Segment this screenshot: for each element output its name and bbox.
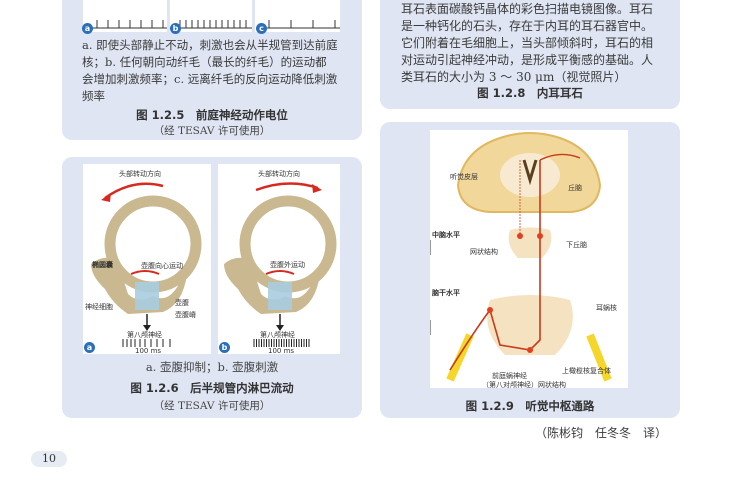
- label-cochlear-nucleus: 耳蜗核: [596, 304, 617, 312]
- label-time-scale: 100 ms: [268, 347, 295, 355]
- spike-train-a: [83, 0, 167, 32]
- label-reticular-formation: 网状结构: [538, 381, 566, 389]
- spike-train-c-graphic: [261, 20, 340, 29]
- panel-label-a: a: [84, 342, 95, 353]
- label-head-rotation: 头部转动方向: [119, 170, 161, 178]
- figure-title: 图 1.2.9 听觉中枢通路: [465, 399, 595, 413]
- figure-1-2-8-panel: 耳石表面碳酸钙晶体的彩色扫描电镜图像。耳石 是一种钙化的石头，存在于内耳的耳石器…: [380, 0, 680, 109]
- label-time-scale: 100 ms: [135, 347, 162, 355]
- canal-illustration-a: 头部转动方向 椭圆囊 壶腹向心运动 神经细胞 壶腹 壶腹嵴 第八颅神经 100 …: [83, 164, 211, 355]
- page-number: 10: [31, 451, 67, 467]
- figure-title: 图 1.2.6 后半规管内淋巴流动: [130, 381, 294, 395]
- figure-1-2-6-panel: 头部转动方向 椭圆囊 壶腹向心运动 神经细胞 壶腹 壶腹嵴 第八颅神经 100 …: [62, 157, 362, 418]
- label-head-rotation: 头部转动方向: [258, 170, 300, 178]
- caption-line: 它们附着在毛细胞上，当头部倾斜时，耳石的相: [401, 36, 654, 50]
- figure-title: 图 1.2.5 前庭神经动作电位: [136, 108, 288, 122]
- caption-line: 耳石表面碳酸钙晶体的彩色扫描电镜图像。耳石: [401, 2, 654, 16]
- figure-title: 图 1.2.8 内耳耳石: [477, 86, 583, 100]
- auditory-pathway-diagram: [430, 132, 612, 382]
- spike-train-a-graphic: [89, 20, 167, 29]
- figure-caption: a. 壶腹抑制；b. 壶腹刺激: [145, 360, 279, 374]
- figure-caption: a. 即使头部静止不动，刺激也会从半规管到达前庭 核；b. 任何朝向动纤毛（最长…: [82, 37, 352, 105]
- figure-1-2-5-panel: a b c a. 即使头部静止不动，刺激也会从半规管到达前庭 核；b. 任何朝向…: [62, 0, 362, 140]
- label-crista: 壶腹嵴: [175, 311, 196, 319]
- figure-credit: （经 TESAV 许可使用）: [153, 400, 271, 412]
- label-utricle: 椭圆囊: [92, 260, 113, 269]
- label-ampulla-motion: 壶腹向心运动: [141, 262, 183, 270]
- label-auditory-cortex: 听觉皮层: [450, 173, 478, 181]
- label-inferior-colliculus: 下丘脑: [566, 241, 587, 249]
- panel-label-a: a: [82, 23, 93, 34]
- caption-line: 核；b. 任何朝向动纤毛（最长的纤毛）的运动都: [82, 55, 327, 69]
- label-cranial-nerve: （第八对颅神经）: [482, 381, 538, 389]
- semicircular-canal-b: [224, 182, 337, 347]
- caption-line: 对运动引起神经冲动，是形成平衡感的基础。人: [401, 53, 654, 67]
- label-reticular-formation: 网状结构: [470, 248, 498, 256]
- panel-label-b: b: [170, 23, 181, 34]
- figure-credit: （经 TESAV 许可使用）: [153, 125, 271, 137]
- translator-credit: （陈彬钧 任冬冬 译）: [535, 426, 668, 440]
- label-vestibulocochlear-nerve: 前庭蜗神经: [492, 372, 527, 380]
- caption-line: 是一种钙化的石头，存在于内耳的耳石器官中。: [401, 19, 654, 33]
- label-ampulla-motion: 壶腹外运动: [270, 261, 305, 269]
- label-thalamus: 丘脑: [568, 184, 582, 192]
- label-ampulla: 壶腹: [175, 299, 189, 307]
- label-nerve: 第八颅神经: [127, 331, 162, 339]
- label-midbrain-level: 中脑水平: [432, 230, 460, 239]
- caption-line: a. 即使头部静止不动，刺激也会从半规管到达前庭: [82, 38, 338, 52]
- spike-train-b: [170, 0, 252, 32]
- caption-line: 会增加刺激频率；c. 远离纤毛的反向运动降低刺激: [82, 72, 338, 86]
- spike-train-c: [255, 0, 340, 32]
- spike-train-b-graphic: [176, 20, 252, 29]
- label-brainstem-level: 脑干水平: [432, 288, 460, 297]
- label-nerve: 第八颅神经: [260, 331, 295, 339]
- panel-label-b: b: [219, 342, 230, 353]
- auditory-pathway-illustration: 听觉皮层 丘脑 中脑水平 下丘脑 网状结构 脑干水平 耳蜗核 前庭蜗神经 （第八…: [430, 130, 628, 389]
- label-superior-olive: 上橄榄核复合体: [562, 367, 611, 375]
- canal-illustration-b: 头部转动方向 壶腹外运动 第八颅神经 100 ms: [218, 164, 340, 355]
- figure-1-2-9-panel: 听觉皮层 丘脑 中脑水平 下丘脑 网状结构 脑干水平 耳蜗核 前庭蜗神经 （第八…: [380, 122, 680, 418]
- caption-line: 类耳石的大小为 3 ～ 30 μm（视觉照片）: [401, 70, 627, 84]
- figure-caption: 耳石表面碳酸钙晶体的彩色扫描电镜图像。耳石 是一种钙化的石头，存在于内耳的耳石器…: [401, 1, 671, 86]
- panel-label-c: c: [256, 23, 267, 34]
- label-nerve-cell: 神经细胞: [85, 303, 113, 311]
- semicircular-canal-a: [91, 182, 202, 347]
- caption-line: 频率: [82, 89, 105, 103]
